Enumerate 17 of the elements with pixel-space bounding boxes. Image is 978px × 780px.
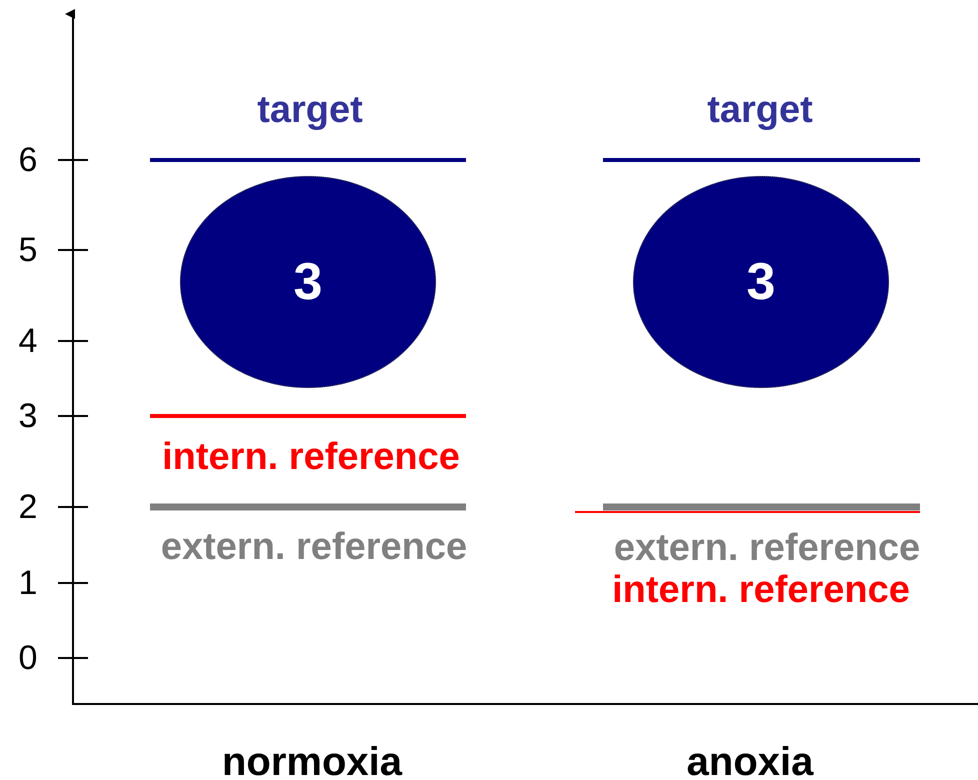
- value-label: 3: [294, 256, 322, 308]
- level-label: intern. reference: [612, 571, 910, 609]
- value-label: 3: [746, 256, 776, 308]
- tick-label: 0: [18, 641, 38, 675]
- level-label: extern. reference: [614, 529, 920, 567]
- tick-label: 4: [18, 324, 38, 358]
- level-label: intern. reference: [162, 438, 460, 476]
- tick-label: 5: [18, 233, 38, 267]
- level-label: target: [707, 91, 813, 129]
- level-label: extern. reference: [160, 528, 468, 566]
- tick-label: 3: [18, 399, 38, 433]
- category-label: normoxia: [222, 742, 402, 780]
- category-label: anoxia: [686, 742, 814, 780]
- tick-label: 1: [18, 566, 38, 600]
- level-label: target: [257, 91, 363, 129]
- tick-label: 2: [18, 490, 38, 524]
- tick-label: 6: [18, 143, 38, 177]
